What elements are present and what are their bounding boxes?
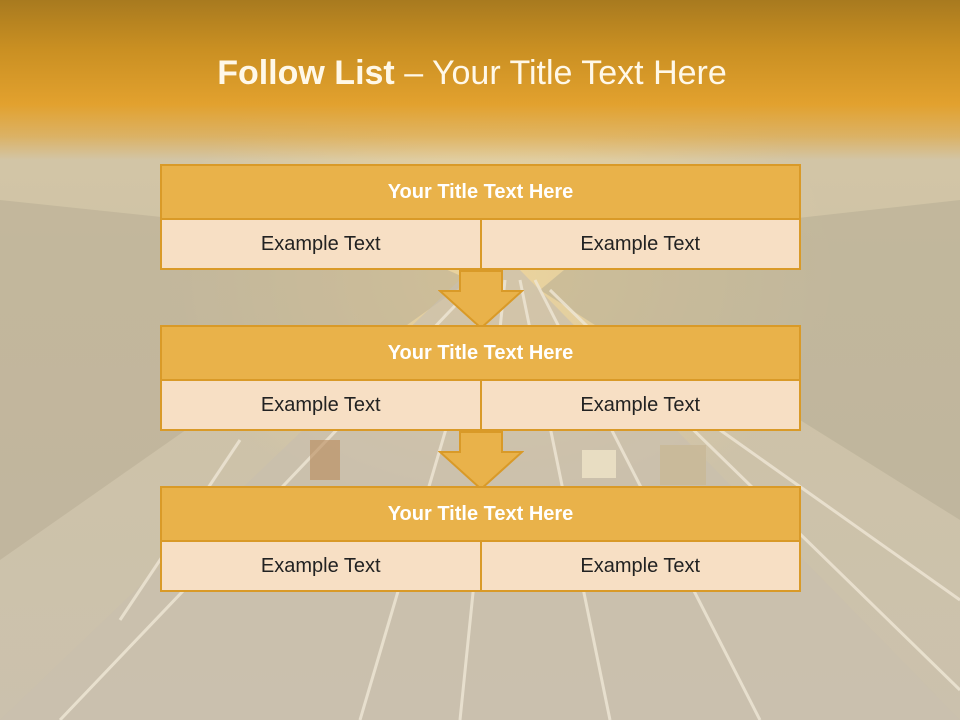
block-title: Your Title Text Here xyxy=(160,486,801,542)
slide-title-rest: – Your Title Text Here xyxy=(404,54,727,92)
down-arrow-icon xyxy=(438,270,524,330)
block-title: Your Title Text Here xyxy=(160,325,801,381)
block-cell-left: Example Text xyxy=(162,220,480,268)
follow-list-block-3: Your Title Text Here Example Text Exampl… xyxy=(160,486,801,592)
block-row: Example Text Example Text xyxy=(160,220,801,270)
block-cell-left: Example Text xyxy=(162,381,480,429)
down-arrow-icon xyxy=(438,431,524,491)
slide-title-bold: Follow List xyxy=(217,54,395,92)
block-row: Example Text Example Text xyxy=(160,381,801,431)
follow-list-block-1: Your Title Text Here Example Text Exampl… xyxy=(160,164,801,270)
block-cell-right: Example Text xyxy=(479,220,799,268)
block-row: Example Text Example Text xyxy=(160,542,801,592)
follow-list-block-2: Your Title Text Here Example Text Exampl… xyxy=(160,325,801,431)
block-title: Your Title Text Here xyxy=(160,164,801,220)
block-cell-left: Example Text xyxy=(162,542,480,590)
slide-title: Follow List – Your Title Text Here xyxy=(0,54,944,93)
block-cell-right: Example Text xyxy=(479,542,799,590)
header-band xyxy=(0,0,960,160)
block-cell-right: Example Text xyxy=(479,381,799,429)
